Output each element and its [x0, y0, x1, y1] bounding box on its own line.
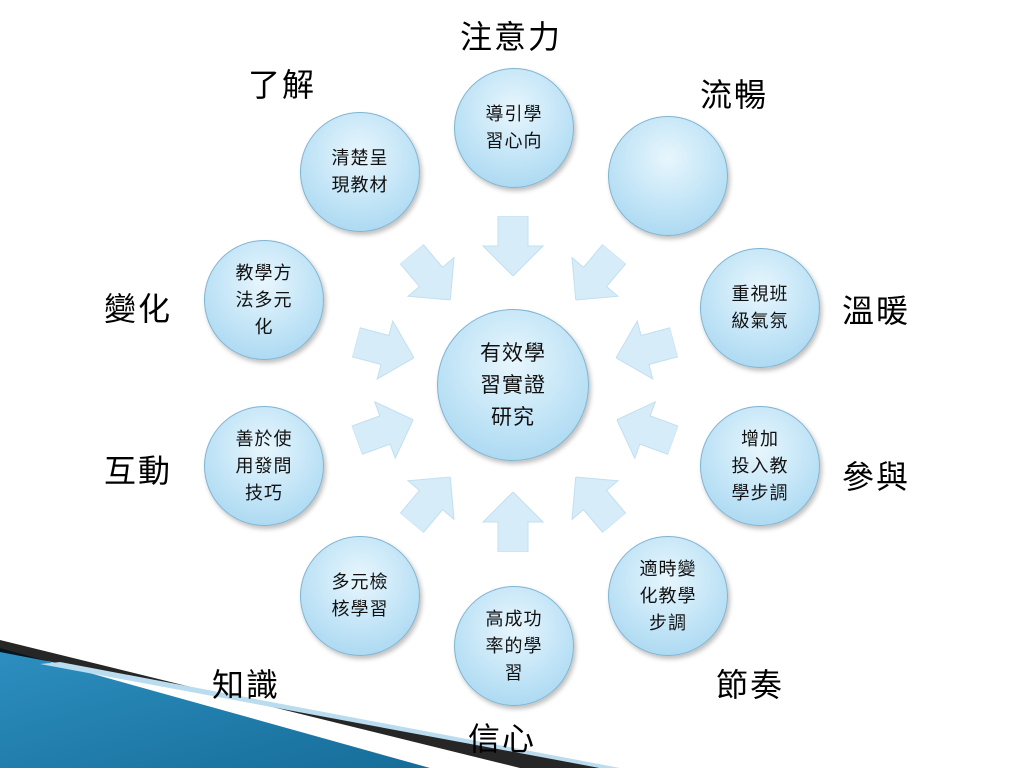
arrow-from-left-lower [350, 400, 420, 460]
arrow-from-bottom-right [560, 470, 630, 534]
node-right-lower-text: 增加 投入教 學步調 [731, 428, 789, 504]
node-top-text: 導引學 習心向 [485, 104, 543, 152]
arrow-from-bottom-left [396, 470, 466, 534]
center-node-text: 有效學 習實證 研究 [480, 341, 546, 429]
node-bottom: 高成功 率的學 習 [454, 586, 574, 706]
node-left-upper-text: 教學方 法多元 化 [235, 262, 293, 338]
label-bottom-left: 知識 [212, 666, 281, 704]
node-bottom-right: 適時變 化教學 步調 [608, 536, 728, 656]
node-left-upper: 教學方 法多元 化 [204, 240, 324, 360]
node-bottom-left-text: 多元檢 核學習 [331, 572, 389, 620]
arrow-from-right-upper [610, 319, 680, 381]
label-right-lower: 參與 [842, 458, 911, 496]
node-left-lower: 善於使 用發問 技巧 [204, 406, 324, 526]
label-bottom-right: 節奏 [716, 666, 785, 704]
label-bottom: 信心 [468, 720, 537, 758]
center-node: 有效學 習實證 研究 [437, 309, 589, 461]
arrow-from-right-lower [610, 400, 680, 460]
node-top: 導引學 習心向 [454, 68, 574, 188]
label-right-upper: 溫暖 [842, 292, 911, 330]
node-right-upper-text: 重視班 級氣氛 [731, 284, 789, 332]
label-top-right: 流暢 [700, 76, 769, 114]
node-top-left: 清楚呈 現教材 [300, 112, 420, 232]
label-top-left: 了解 [248, 66, 317, 104]
label-left-lower: 互動 [104, 452, 173, 490]
node-right-upper: 重視班 級氣氛 [700, 248, 820, 368]
node-right-lower: 增加 投入教 學步調 [700, 406, 820, 526]
node-left-lower-text: 善於使 用發問 技巧 [235, 428, 293, 504]
arrow-from-bottom [478, 492, 548, 552]
arrow-from-top-right [560, 243, 630, 307]
label-top: 注意力 [460, 18, 563, 56]
label-left-upper: 變化 [104, 290, 173, 328]
arrow-from-top-left [396, 243, 466, 307]
node-bottom-left: 多元檢 核學習 [300, 536, 420, 656]
arrow-from-left-upper [350, 319, 420, 381]
node-top-right [608, 116, 728, 236]
node-top-left-text: 清楚呈 現教材 [331, 148, 389, 196]
arrow-from-top [478, 216, 548, 276]
node-bottom-right-text: 適時變 化教學 步調 [639, 558, 697, 634]
node-bottom-text: 高成功 率的學 習 [485, 608, 543, 684]
